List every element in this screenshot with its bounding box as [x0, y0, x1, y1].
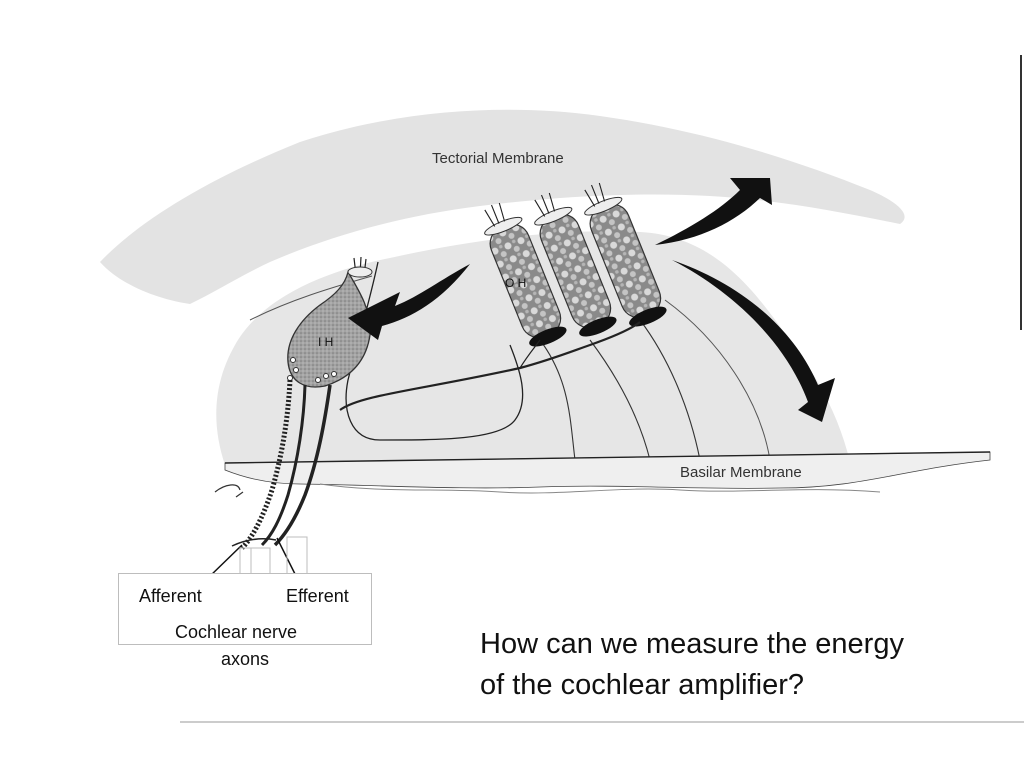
- support-line: [664, 299, 771, 461]
- support-line: [639, 319, 701, 461]
- support-line: [249, 275, 373, 321]
- basilar-membrane-label: Basilar Membrane: [680, 464, 802, 481]
- nerve-label-box: Afferent Efferent Cochlear nerve: [118, 573, 372, 645]
- efferent-axon: [273, 384, 332, 547]
- basilar-membrane: [224, 451, 991, 489]
- question-line-1: How can we measure the energy: [480, 628, 904, 660]
- outer-hair-cell-3: [584, 182, 667, 327]
- tectorial-membrane: [100, 109, 905, 305]
- hair-cell-top: [347, 266, 373, 278]
- inner-hair-cell-label: I H: [318, 335, 334, 349]
- outer-hair-cell-2: [534, 192, 617, 337]
- support-line: [539, 339, 576, 461]
- sketch-mark: [214, 484, 241, 493]
- tectorial-membrane-label: Tectorial Membrane: [432, 150, 564, 167]
- efferent-fiber: [339, 321, 641, 411]
- label-connector: [239, 536, 308, 574]
- question-line-2: of the cochlear amplifier?: [480, 669, 804, 701]
- support-line: [589, 339, 651, 461]
- arrow-down-right: [672, 260, 835, 422]
- sketch-mark: [235, 491, 244, 498]
- efferent-label: Efferent: [286, 586, 349, 606]
- afferent-axon: [260, 384, 307, 547]
- efferent-fiber: [519, 339, 541, 369]
- afferent-pointer: [207, 544, 243, 579]
- outer-hair-cell-label: O H: [505, 276, 527, 290]
- afferent-label: Afferent: [139, 586, 202, 606]
- afferent-axon: [240, 379, 293, 550]
- question-text: How can we measure the energy of the coc…: [480, 624, 1000, 706]
- arrow-up-right: [655, 178, 772, 245]
- arrow-to-ihc: [348, 264, 470, 340]
- synapse-vesicles: [287, 357, 337, 383]
- membrane-line: [224, 451, 991, 464]
- cochlear-nerve-label-line2: axons: [221, 649, 270, 669]
- nerve-bundle-tip: [231, 538, 277, 547]
- cochlear-nerve-label: Cochlear nerve: [175, 622, 298, 642]
- basilar-membrane-edge: [319, 483, 881, 494]
